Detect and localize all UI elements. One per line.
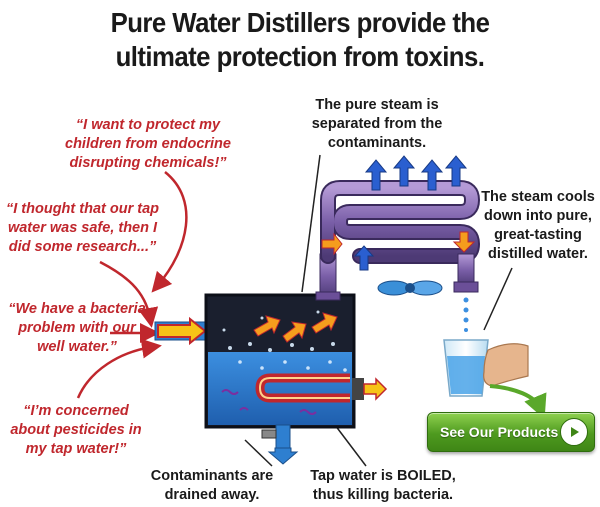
quote-line: well water.”	[37, 339, 117, 355]
leader-steam	[301, 154, 321, 293]
contaminants	[221, 389, 317, 415]
leader-cools	[483, 267, 513, 331]
quote-tap-water: “I thought that our tap water was safe, …	[0, 200, 165, 257]
quote-arrow-1	[151, 171, 188, 293]
cooling-arrows	[353, 155, 468, 271]
water	[208, 352, 352, 425]
quote-endocrine: “I want to protect my children from endo…	[58, 116, 238, 173]
quote-line: did some research...”	[8, 239, 157, 255]
heater-plug	[352, 378, 364, 400]
quote-arrow-4	[76, 338, 162, 399]
inlet-flow-arrow	[157, 316, 207, 346]
quote-line: my tap water!”	[25, 441, 127, 457]
see-our-products-label: See Our Products	[440, 424, 559, 440]
label-drained: Contaminants are drained away.	[142, 467, 282, 505]
coil-outlet	[457, 253, 475, 287]
headline-line-1: Pure Water Distillers provide the	[110, 7, 490, 38]
label-line: Contaminants are	[150, 468, 274, 484]
quote-line: disrupting chemicals!”	[69, 155, 227, 171]
steam-arrows-tank	[253, 312, 338, 343]
label-line: down into pure,	[484, 208, 592, 224]
leader-drained	[244, 439, 273, 467]
label-line: Tap water is BOILED,	[310, 468, 456, 484]
quote-bacteria: “We have a bacteria problem with our wel…	[2, 300, 152, 357]
label-boiled: Tap water is BOILED, thus killing bacter…	[298, 467, 468, 505]
drain-valve	[261, 429, 277, 439]
drain-arrow	[267, 447, 299, 465]
label-line: great-tasting	[494, 227, 582, 243]
label-line: The pure steam is	[315, 97, 439, 113]
label-line: The steam cools	[481, 189, 595, 205]
heat-arrow	[363, 377, 388, 401]
headline: Pure Water Distillers provide the ultima…	[24, 6, 576, 74]
quote-pesticides: “I’m concerned about pesticides in my ta…	[2, 402, 150, 459]
play-triangle-icon	[560, 418, 588, 446]
water-drip	[463, 297, 469, 332]
green-arrow	[489, 384, 547, 420]
headline-line-2: ultimate protection from toxins.	[115, 41, 485, 72]
label-line: drained away.	[164, 487, 260, 503]
leader-boiled	[334, 424, 367, 467]
water-glass	[443, 339, 489, 397]
quote-line: children from endocrine	[65, 136, 231, 152]
label-line: thus killing bacteria.	[312, 487, 454, 503]
steam-arrows-coil	[321, 231, 476, 256]
quote-line: about pesticides in	[10, 422, 142, 438]
label-steam-cools: The steam cools down into pure, great-ta…	[476, 188, 600, 264]
label-line: distilled water.	[488, 246, 588, 262]
condenser-coil	[320, 180, 481, 264]
quote-line: “We have a bacteria	[8, 301, 146, 317]
label-steam-separated: The pure steam is separated from the con…	[302, 96, 452, 153]
quote-line: water was safe, then I	[7, 220, 158, 236]
quote-line: “I thought that our tap	[5, 201, 160, 217]
quote-line: “I’m concerned	[23, 403, 129, 419]
quote-line: “I want to protect my	[75, 117, 221, 133]
drain-pipe	[275, 424, 291, 450]
hand	[483, 343, 529, 387]
label-line: contaminants.	[327, 135, 427, 151]
label-line: separated from the	[311, 116, 443, 132]
bubbles	[222, 310, 347, 372]
see-our-products-button[interactable]: See Our Products	[427, 412, 595, 452]
quote-arrow-2	[99, 260, 159, 328]
quote-line: problem with our	[18, 320, 136, 336]
cooling-fan	[377, 280, 443, 296]
